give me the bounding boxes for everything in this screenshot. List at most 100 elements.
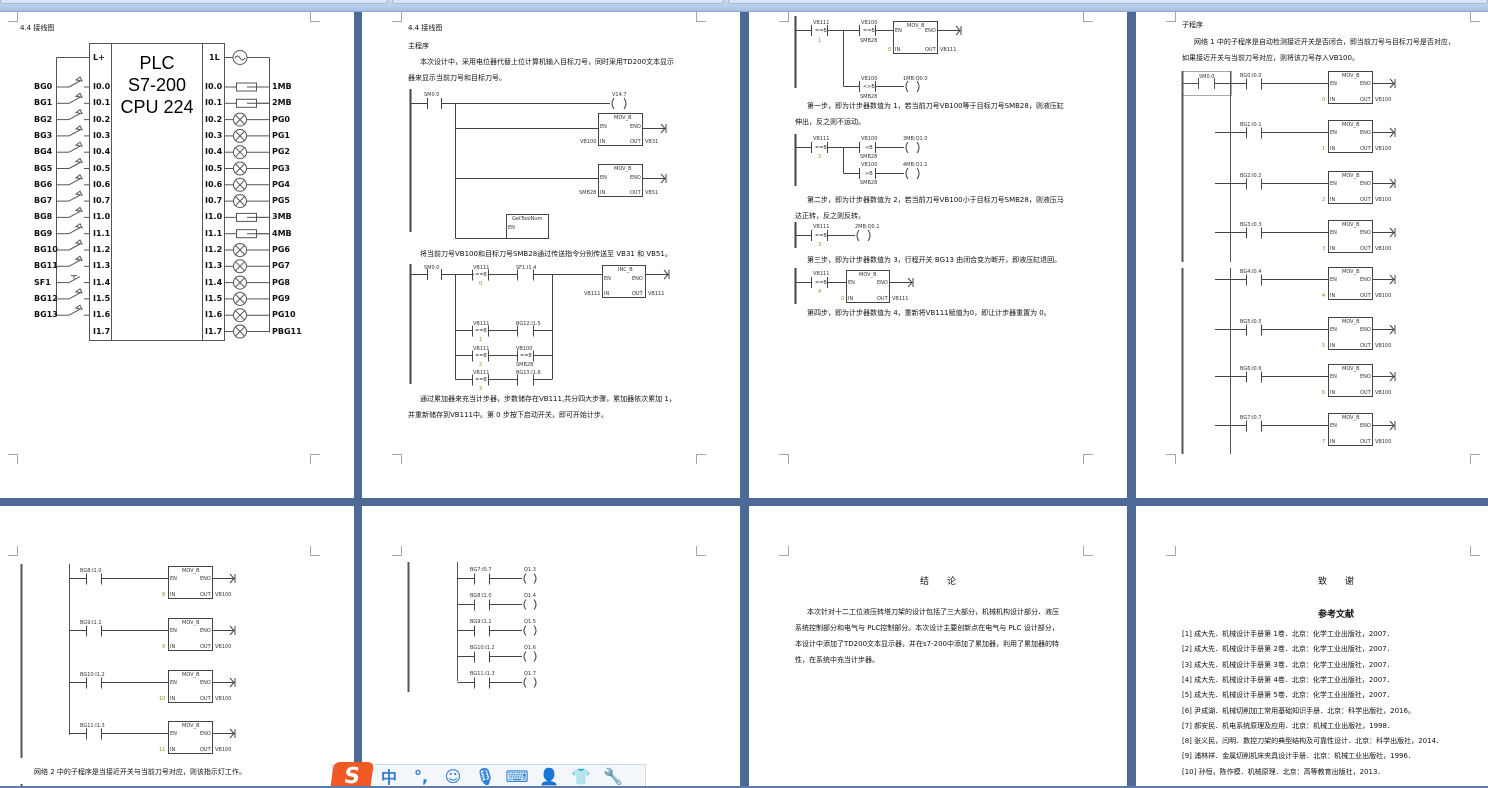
tab-strip-segment[interactable]: [392, 0, 724, 4]
pin-label: ENO: [630, 175, 641, 181]
pin-label: EN: [1330, 422, 1337, 429]
contact-label: SM0.0: [424, 92, 440, 98]
subroutine-name: GetToolNum: [512, 216, 543, 222]
punctuation-icon[interactable]: °,: [413, 766, 429, 786]
compare-operator: ==B: [475, 352, 487, 359]
margin-mark: [392, 12, 402, 22]
plc-title-line: S7-200: [127, 75, 187, 95]
pin-label: ENO: [200, 679, 211, 686]
pin-label: IN: [1330, 438, 1336, 445]
reference-item: [4] 成大先．机械设计手册第 4卷．北京：化学工业出版社，2007．: [1182, 675, 1394, 684]
tab-strip-segment[interactable]: [0, 0, 388, 4]
coil-label: 2MB:Q0.1: [855, 224, 880, 230]
operand-label: VB100: [215, 746, 232, 753]
input-address: I1.7: [93, 326, 111, 336]
page-4: 子程序 网络 1 中的子程序是自动检测接近开关是否闭合，即当前刀号与目标刀号是否…: [1136, 12, 1488, 498]
paragraph-line: 第四步，即为计步器数值为 4，重新将VB111赋值为0，即让计步器重置为 0。: [807, 309, 1051, 317]
compare-value: 1: [479, 336, 483, 343]
pin-label: OUT: [630, 139, 641, 145]
operand-label: 10: [159, 695, 166, 702]
output-address: I0.6: [205, 179, 223, 189]
emoji-icon[interactable]: ☺: [444, 766, 462, 786]
ladder-rung-main: [409, 89, 667, 239]
compare-operand: VB111: [813, 224, 830, 230]
output-device: PG6: [272, 245, 290, 254]
output-address: I1.4: [205, 277, 223, 287]
pin-label: OUT: [630, 190, 641, 196]
operand-label: VB31: [645, 139, 659, 145]
contact-label: BG10:I1.2: [470, 644, 495, 651]
coil-label: Q1.3: [524, 566, 536, 573]
operand-label: VB111: [892, 296, 909, 302]
operand-label: 2: [1322, 196, 1326, 203]
compare-operator: ==B: [815, 280, 827, 286]
operand-label: 8: [162, 591, 166, 598]
sogou-logo-icon[interactable]: S: [330, 762, 374, 788]
page-8: 致 谢 参考文献 [1] 成大先．机械设计手册第 1卷．北京：化学工业出版社，2…: [1136, 506, 1488, 788]
compare-operand: VB111: [813, 20, 830, 26]
compare-operand: VB111: [473, 264, 490, 271]
paragraph-line: 性，在系统中充当计步器。: [795, 656, 879, 664]
compare-operand: SMB28: [516, 361, 534, 368]
account-icon[interactable]: 👤: [539, 766, 559, 786]
input-device: BG1: [34, 98, 53, 108]
output-device: 1MB: [272, 82, 292, 91]
operand-label: 11: [159, 746, 166, 753]
operand-label: 4: [1322, 292, 1326, 299]
compare-operator: ==B: [520, 352, 532, 359]
pin-label: IN: [1330, 96, 1336, 103]
margin-mark: [1083, 12, 1093, 22]
pin-label: EN: [1330, 326, 1337, 333]
margin-mark: [779, 454, 789, 464]
pin-label: EN: [1330, 276, 1337, 283]
pin-label: IN: [1330, 292, 1336, 299]
output-device: PG4: [272, 179, 290, 189]
input-device: BG7: [34, 196, 53, 206]
chinese-mode-icon[interactable]: 中: [380, 768, 397, 787]
pin-label: OUT: [925, 47, 936, 53]
input-address: I1.4: [93, 277, 111, 287]
reference-item: [5] 成大先．机械设计手册第 5卷．北京：化学工业出版社，2007．: [1182, 691, 1394, 700]
settings-icon[interactable]: 🔧: [603, 766, 623, 786]
paragraph-line: 达正转，反之则反转。: [795, 212, 865, 220]
conclusion-heading: 结 论: [919, 577, 956, 587]
pin-label: OUT: [877, 296, 888, 302]
ime-toolbar: 中 °, ☺ 🎙 ⌨ 👤 👕 🔧: [332, 764, 646, 788]
margin-mark: [1083, 454, 1093, 464]
contact-label: BG7:I0.7: [470, 566, 492, 573]
skin-icon[interactable]: 👕: [571, 766, 591, 786]
contact-label: SM0.0: [424, 265, 440, 271]
paragraph-line: 本次设计中，采用电位器代替上位计算机输入目标刀号，同时采用TD200文本显示: [420, 58, 675, 66]
pin-label: ENO: [630, 124, 641, 130]
operand-label: 7: [1322, 438, 1326, 445]
input-device: BG11: [34, 261, 58, 271]
reference-item: [8] 张义民，闫明．数控刀架的典型结构及可靠性设计．北京：科学出版社，2014…: [1182, 737, 1443, 746]
indicator-rung-lines: [457, 573, 537, 689]
output-device: PG0: [272, 114, 290, 124]
keyboard-icon[interactable]: ⌨: [505, 766, 529, 786]
margin-mark: [310, 546, 320, 556]
output-device: PG9: [272, 293, 290, 303]
operand-label: VB111: [940, 47, 957, 53]
input-address: I0.7: [93, 196, 111, 206]
paragraph-line: 将当前刀号VB100和目标刀号SMB28通过传送指令分别传送至 VB31 和 V…: [420, 250, 672, 258]
margin-mark: [696, 12, 706, 22]
compare-operand: VB100: [861, 136, 878, 142]
pin-label: IN: [170, 695, 176, 702]
paragraph-line: 如果接近开关与当前刀号对应，则将该刀号存入VB100。: [1182, 54, 1359, 62]
compare-operand: VB111: [473, 345, 490, 352]
pin-label: OUT: [200, 695, 211, 702]
voice-icon[interactable]: 🎙: [474, 766, 496, 786]
operand-label: 0: [841, 296, 845, 302]
input-device: BG9: [34, 228, 53, 238]
pin-label: ENO: [1360, 276, 1371, 283]
output-device: PG3: [272, 163, 290, 173]
pin-label: OUT: [1360, 245, 1371, 252]
input-address: I0.5: [93, 163, 111, 173]
tab-strip-segment[interactable]: [728, 0, 1488, 4]
contact-label: BG9:I1.1: [80, 619, 102, 626]
pin-label: IN: [604, 291, 610, 297]
plc-title-line: CPU 224: [120, 97, 194, 117]
compare-value: 2: [479, 361, 483, 368]
